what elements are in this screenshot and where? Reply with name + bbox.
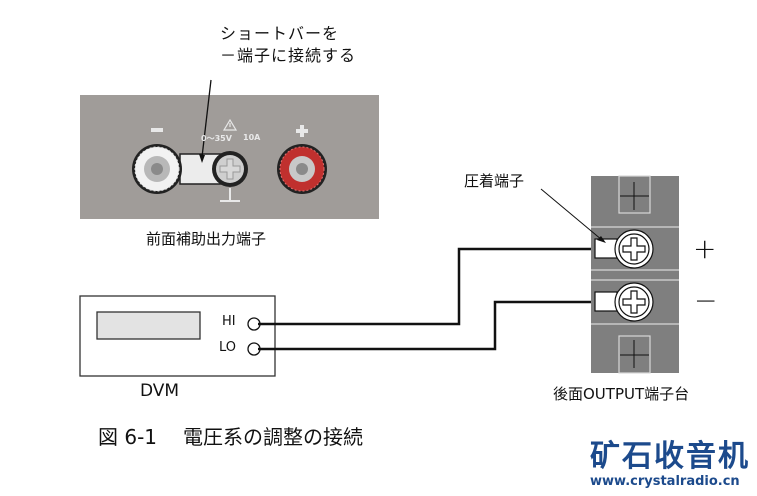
rear-minus-label: − bbox=[694, 284, 718, 317]
rating-voltage: 0～35V bbox=[201, 134, 232, 143]
minus-output-terminal[interactable] bbox=[132, 144, 182, 194]
rear-terminal-block bbox=[591, 175, 679, 374]
front-panel-label: 前面補助出力端子 bbox=[146, 230, 267, 248]
crimp-callout-arrow bbox=[540, 188, 606, 243]
front-minus-symbol bbox=[151, 128, 163, 132]
ground-screw-terminal[interactable] bbox=[212, 151, 248, 187]
crimp-terminal-label: 圧着端子 bbox=[464, 172, 525, 190]
warning-triangle-icon bbox=[222, 118, 238, 131]
lo-wire bbox=[258, 300, 597, 351]
rear-plus-screw[interactable] bbox=[614, 229, 654, 269]
rating-current: 10A bbox=[243, 133, 261, 142]
dvm-display bbox=[96, 311, 201, 340]
crimp-lug-minus bbox=[594, 291, 618, 312]
short-bar-callout: ショートバーを －端子に接続する bbox=[220, 23, 356, 67]
dvm-label: DVM bbox=[140, 381, 180, 401]
hi-wire bbox=[258, 247, 597, 326]
callout-arrow bbox=[199, 79, 212, 163]
rear-minus-screw[interactable] bbox=[614, 282, 654, 322]
figure-title: 電圧系の調整の接続 bbox=[183, 425, 364, 449]
ground-symbol-icon bbox=[220, 188, 240, 202]
plus-output-terminal[interactable] bbox=[277, 144, 327, 194]
figure-number: 図 6-1 bbox=[98, 425, 158, 449]
rear-terminal-label: 後面OUTPUT端子台 bbox=[553, 385, 690, 403]
rear-plus-label: + bbox=[693, 232, 717, 265]
dvm-lo-label: LO bbox=[219, 340, 237, 355]
dvm-hi-label: HI bbox=[222, 314, 236, 329]
callout-line-2: －端子に接続する bbox=[220, 46, 357, 65]
watermark-url: www.crystalradio.cn bbox=[590, 474, 740, 489]
front-plus-symbol bbox=[296, 125, 308, 137]
figure-caption: 図 6-1 電圧系の調整の接続 bbox=[98, 421, 363, 450]
watermark-brand: 矿石收音机 bbox=[590, 439, 750, 474]
callout-line-1: ショートバーを bbox=[220, 24, 340, 43]
crimp-lug-plus bbox=[594, 238, 618, 259]
